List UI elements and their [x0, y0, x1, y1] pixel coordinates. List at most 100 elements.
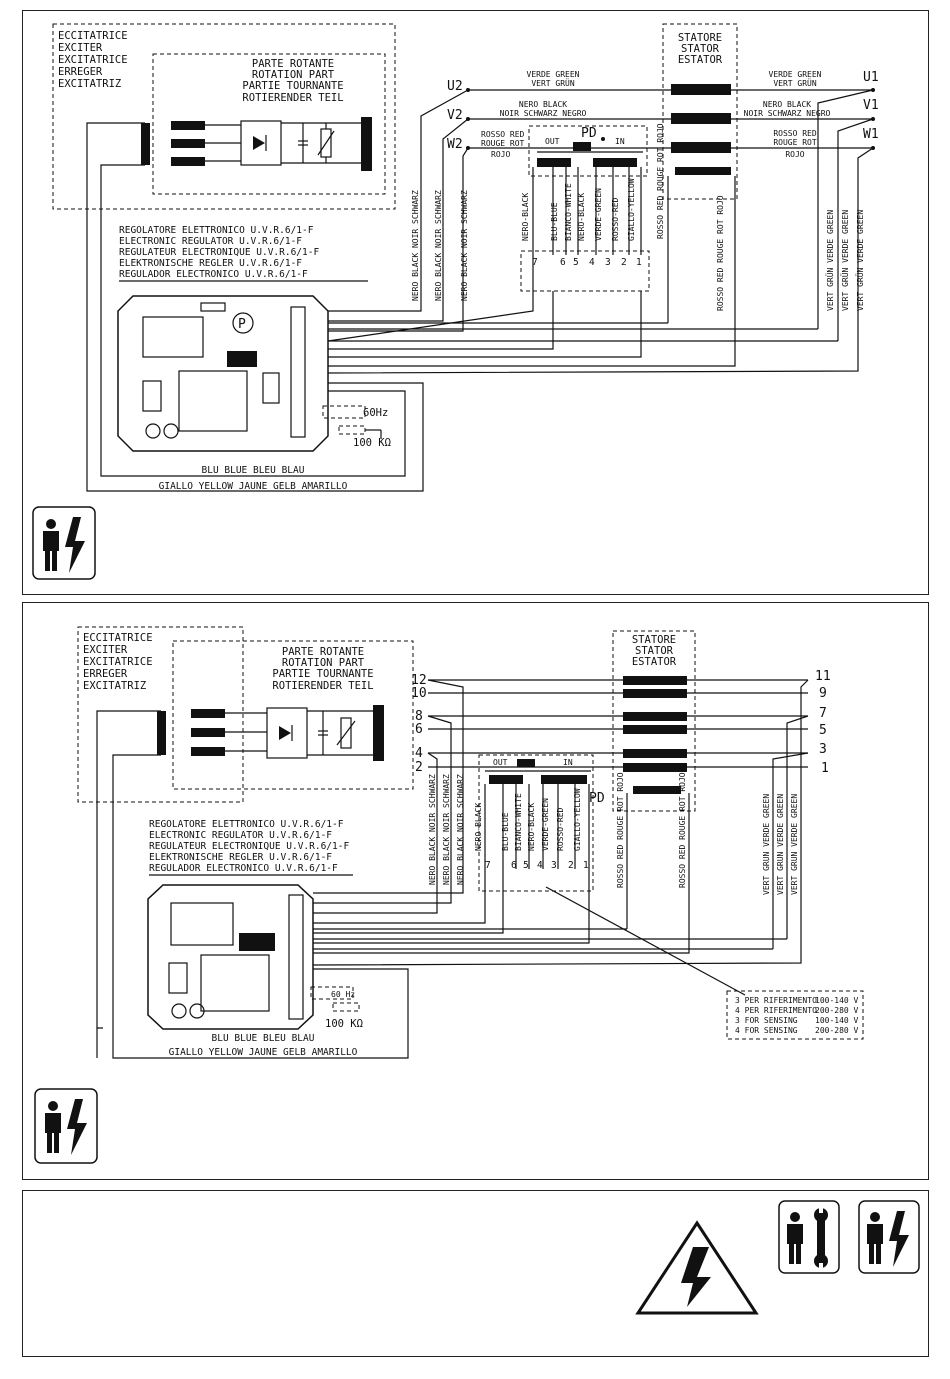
terminal-v2: V2: [447, 108, 463, 123]
exciter-label-3: ERREGER: [58, 66, 103, 78]
stator-coil-u: [671, 84, 731, 95]
pd2-out-label: OUT: [493, 758, 508, 767]
stator-label-1: STATOR: [681, 43, 720, 55]
exciter2-label-4: EXCITATRIZ: [83, 680, 146, 692]
wiring-diagram-1: ECCITATRICE EXCITER EXCITATRICE ERREGER …: [32, 23, 879, 580]
pd2-wire-label-3: NERO-BLACK: [527, 803, 536, 851]
vertical-label-black-2: NERO BLACK NOIR SCHWARZ: [434, 190, 443, 301]
wire-label-green-top-0: VERDE GREEN: [527, 70, 580, 79]
vertical2-label-green-2: VERT GRUN VERDE GREEN: [776, 794, 785, 895]
terminal2-2: 2: [415, 760, 423, 775]
potentiometer-p[interactable]: [232, 312, 254, 334]
regulator2-label-1: ELECTRONIC REGULATOR U.V.R.6/1-F: [149, 830, 332, 841]
main-rotor2-winding: [373, 705, 384, 761]
pd-wire-label-5: ROSSO-RED: [611, 197, 620, 241]
pd-wire-label-2: BIANCO-WHITE: [564, 183, 573, 241]
pd2-num-3: 3: [551, 860, 557, 871]
pd2-num-4: 4: [537, 860, 543, 871]
stator2-label-1: STATOR: [635, 645, 674, 657]
wire-label-red-top-2: ROJO: [491, 150, 510, 159]
rotor-winding-3: [171, 157, 205, 166]
pd2-num-1: 1: [583, 860, 589, 871]
wiring-diagram-2: ECCITATRICE EXCITER EXCITATRICE ERREGER …: [34, 626, 864, 1164]
terminal2-11: 11: [815, 669, 831, 684]
regulator-label-2: REGULATEUR ELECTRONIQUE U.V.R.6/1-F: [119, 247, 319, 258]
rotor-label-2: PARTIE TOURNANTE: [242, 80, 343, 92]
pd2-label: PD: [589, 791, 605, 806]
terminal-u1: U1: [863, 70, 879, 85]
terminal2-1: 1: [821, 761, 829, 776]
exciter2-stator-coil: [157, 711, 166, 755]
resistor-label: 100 KΩ: [353, 437, 391, 449]
terminal2-10: 10: [411, 686, 427, 701]
pd-num-5: 5: [573, 257, 579, 268]
pd2-num-2: 2: [568, 860, 574, 871]
potentiometer-label: P: [238, 317, 246, 332]
stator-label-0: STATORE: [678, 32, 722, 44]
safety-symbols: [635, 1200, 920, 1315]
sensing-note-3-text: 4 FOR SENSING: [735, 1026, 798, 1035]
exciter-label-2: EXCITATRICE: [58, 54, 128, 66]
vertical2-label-black-2: NERO BLACK NOIR SCHWARZ: [442, 774, 451, 885]
resistor2-label: 100 KΩ: [325, 1018, 363, 1030]
exciter2-label-2: EXCITATRICE: [83, 656, 153, 668]
terminal2-3: 3: [819, 742, 827, 757]
regulator2-label-0: REGOLATORE ELETTRONICO U.V.R.6/1-F: [149, 819, 344, 830]
terminal2-7: 7: [819, 706, 827, 721]
sensing-note-0-text: 3 PER RIFERIMENTO: [735, 996, 817, 1005]
regulator2-label-2: REGULATEUR ELECTRONIQUE U.V.R.6/1-F: [149, 841, 349, 852]
pd-terminal-block: [520, 250, 650, 292]
pd-num-2: 2: [621, 257, 627, 268]
blue-wire: [100, 164, 406, 477]
rotor-label-3: ROTIERENDER TEIL: [242, 92, 343, 104]
vertical-label-green-1: VERT GRÜN VERDE GREEN: [825, 210, 835, 311]
wiring-diagram-panel-2: ECCITATRICE EXCITER EXCITATRICE ERREGER …: [22, 602, 929, 1180]
vertical-label-black-1: NERO BLACK NOIR SCHWARZ: [411, 190, 420, 301]
pd2-wire-label-2: BIANCO-WHITE: [514, 793, 523, 851]
terminal2-8: 8: [415, 709, 423, 724]
vertical2-label-red-1: ROSSO RED ROUGE ROT ROJO: [616, 772, 625, 888]
vertical2-label-green-1: VERT GRUN VERDE GREEN: [762, 794, 771, 895]
vertical-label-green-3: VERT GRÜN VERDE GREEN: [855, 210, 865, 311]
rotor-label-0: PARTE ROTANTE: [252, 58, 334, 70]
vertical-label-red-b: ROSSO RED ROUGE ROT ROJO: [716, 195, 725, 311]
pd-num-6: 6: [560, 257, 566, 268]
pd-num-4: 4: [589, 257, 595, 268]
pd-box: [528, 125, 648, 177]
yellow-wire-label: GIALLO YELLOW JAUNE GELB AMARILLO: [159, 481, 348, 492]
main-rotor-winding: [361, 117, 372, 171]
exciter2-label-1: EXCITER: [83, 644, 128, 656]
wire-label-red-right-1: ROUGE ROT: [773, 138, 817, 147]
rotor-winding-2: [171, 139, 205, 148]
pd-out-label: OUT: [545, 137, 560, 146]
pd-wire-label-6: GIALLO-YELLOW: [627, 178, 636, 241]
blue-wire-2: [112, 754, 409, 1059]
terminal-u2: U2: [447, 79, 463, 94]
wire-label-red-right-0: ROSSO RED: [773, 129, 817, 138]
regulator2-label-3: ELEKTRONISCHE REGLER U.V.R.6/1-F: [149, 852, 332, 863]
rotor2-label-1: ROTATION PART: [282, 657, 365, 669]
rotor2-label-0: PARTE ROTANTE: [282, 646, 364, 658]
stator-coil-v: [671, 113, 731, 124]
electrician-icon: [32, 506, 96, 580]
regulator-label-3: ELEKTRONISCHE REGLER U.V.R.6/1-F: [119, 258, 302, 269]
pd-wire-group: [532, 167, 642, 255]
wire-label-black-right-0: NERO BLACK: [763, 100, 811, 109]
pd2-wire-label-0: NERO-BLACK: [474, 803, 483, 851]
pd2-wire-label-6: GIALLO-YELLOW: [573, 788, 582, 851]
blue-wire2-label: BLU BLUE BLEU BLAU: [212, 1033, 315, 1044]
vertical-label-green-2: VERT GRÜN VERDE GREEN: [840, 210, 850, 311]
vertical-label-red-a: ROSSO RED ROUGE ROT ROJO: [656, 123, 665, 239]
vertical2-label-black-1: NERO BLACK NOIR SCHWARZ: [428, 774, 437, 885]
wire-label-black-top-1: NOIR SCHWARZ NEGRO: [500, 109, 587, 118]
resistor-100k: [338, 425, 366, 435]
stator-coil-w: [671, 142, 731, 153]
exciter2-label-3: ERREGER: [83, 668, 128, 680]
pd2-wire-group: [484, 784, 590, 869]
pd2-wire-label-1: BLU-BLUE: [501, 812, 510, 851]
exciter-label-4: EXCITATRIZ: [58, 78, 121, 90]
sensing-notes-box: [726, 990, 864, 1040]
resistor2-100k: [332, 1002, 360, 1012]
stator2-label-2: ESTATOR: [632, 656, 677, 668]
wire-label-red-right-2: ROJO: [785, 150, 804, 159]
